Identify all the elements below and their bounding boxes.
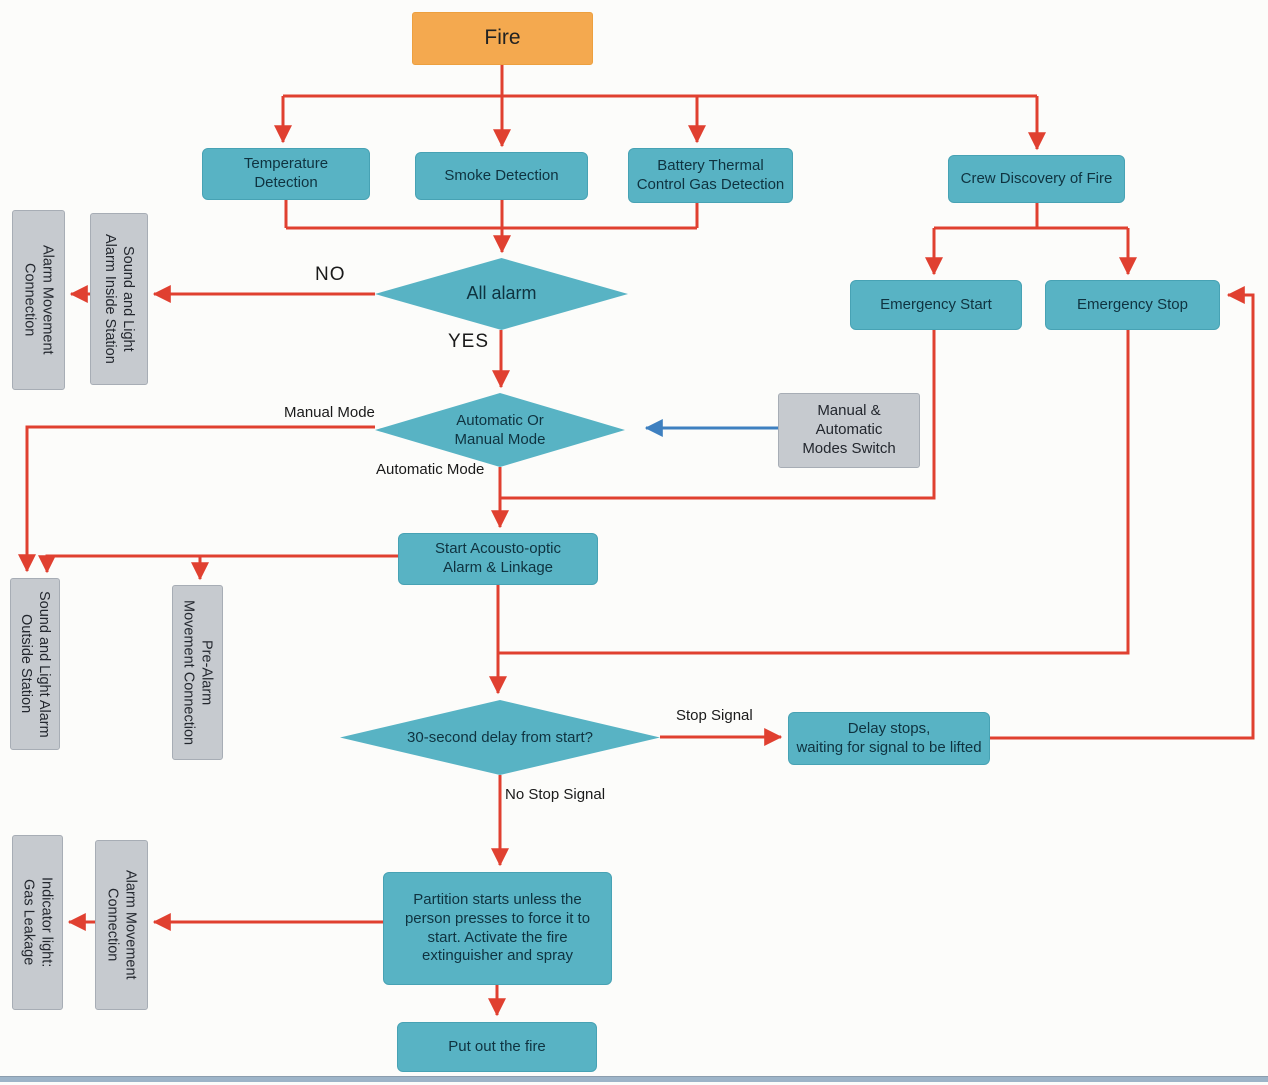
edge-acousto-left <box>38 554 398 574</box>
node-put-out-the-fire: Put out the fire <box>397 1022 597 1072</box>
edge-label-yes: YES <box>448 331 490 352</box>
node-alarm-movement-connection-top: Alarm Movement Connection <box>12 210 65 390</box>
edge-emergency-start-join <box>500 330 936 500</box>
node-temperature-detection: Temperature Detection <box>202 148 370 200</box>
node-fire: Fire <box>412 12 593 65</box>
edge-label-no: NO <box>315 264 346 285</box>
edge-manual-mode <box>18 425 375 573</box>
node-emergency-start: Emergency Start <box>850 280 1022 330</box>
page-bottom-rule <box>0 1076 1268 1082</box>
node-start-acousto-optic: Start Acousto-optic Alarm & Linkage <box>398 533 598 585</box>
node-sound-light-alarm-inside-station: Sound and Light Alarm Inside Station <box>90 213 148 385</box>
node-alarm-movement-connection-bottom: Alarm Movement Connection <box>95 840 148 1010</box>
edge-label-stop-signal: Stop Signal <box>676 707 753 724</box>
node-crew-discovery: Crew Discovery of Fire <box>948 155 1125 203</box>
edge-emergency-stop-join <box>498 330 1130 655</box>
node-delay-stops: Delay stops, waiting for signal to be li… <box>788 712 990 765</box>
node-smoke-detection: Smoke Detection <box>415 152 588 200</box>
node-indicator-light-gas-leakage: Indicator light: Gas Leakage <box>12 835 63 1010</box>
node-sound-light-alarm-outside-station: Sound and Light Alarm Outside Station <box>10 578 60 750</box>
edge-label-no-stop-signal: No Stop Signal <box>505 786 606 803</box>
node-battery-thermal-detection: Battery Thermal Control Gas Detection <box>628 148 793 203</box>
edge-label-manual-mode: Manual Mode <box>284 404 375 421</box>
node-pre-alarm-movement-connection: Pre-Alarm Movement Connection <box>172 585 223 760</box>
node-modes-switch: Manual & Automatic Modes Switch <box>778 393 920 468</box>
node-partition-starts: Partition starts unless the person press… <box>383 872 612 985</box>
node-emergency-stop: Emergency Stop <box>1045 280 1220 330</box>
edge-label-automatic-mode: Automatic Mode <box>376 461 485 478</box>
edge-stops-to-emergency-stop <box>990 286 1255 740</box>
